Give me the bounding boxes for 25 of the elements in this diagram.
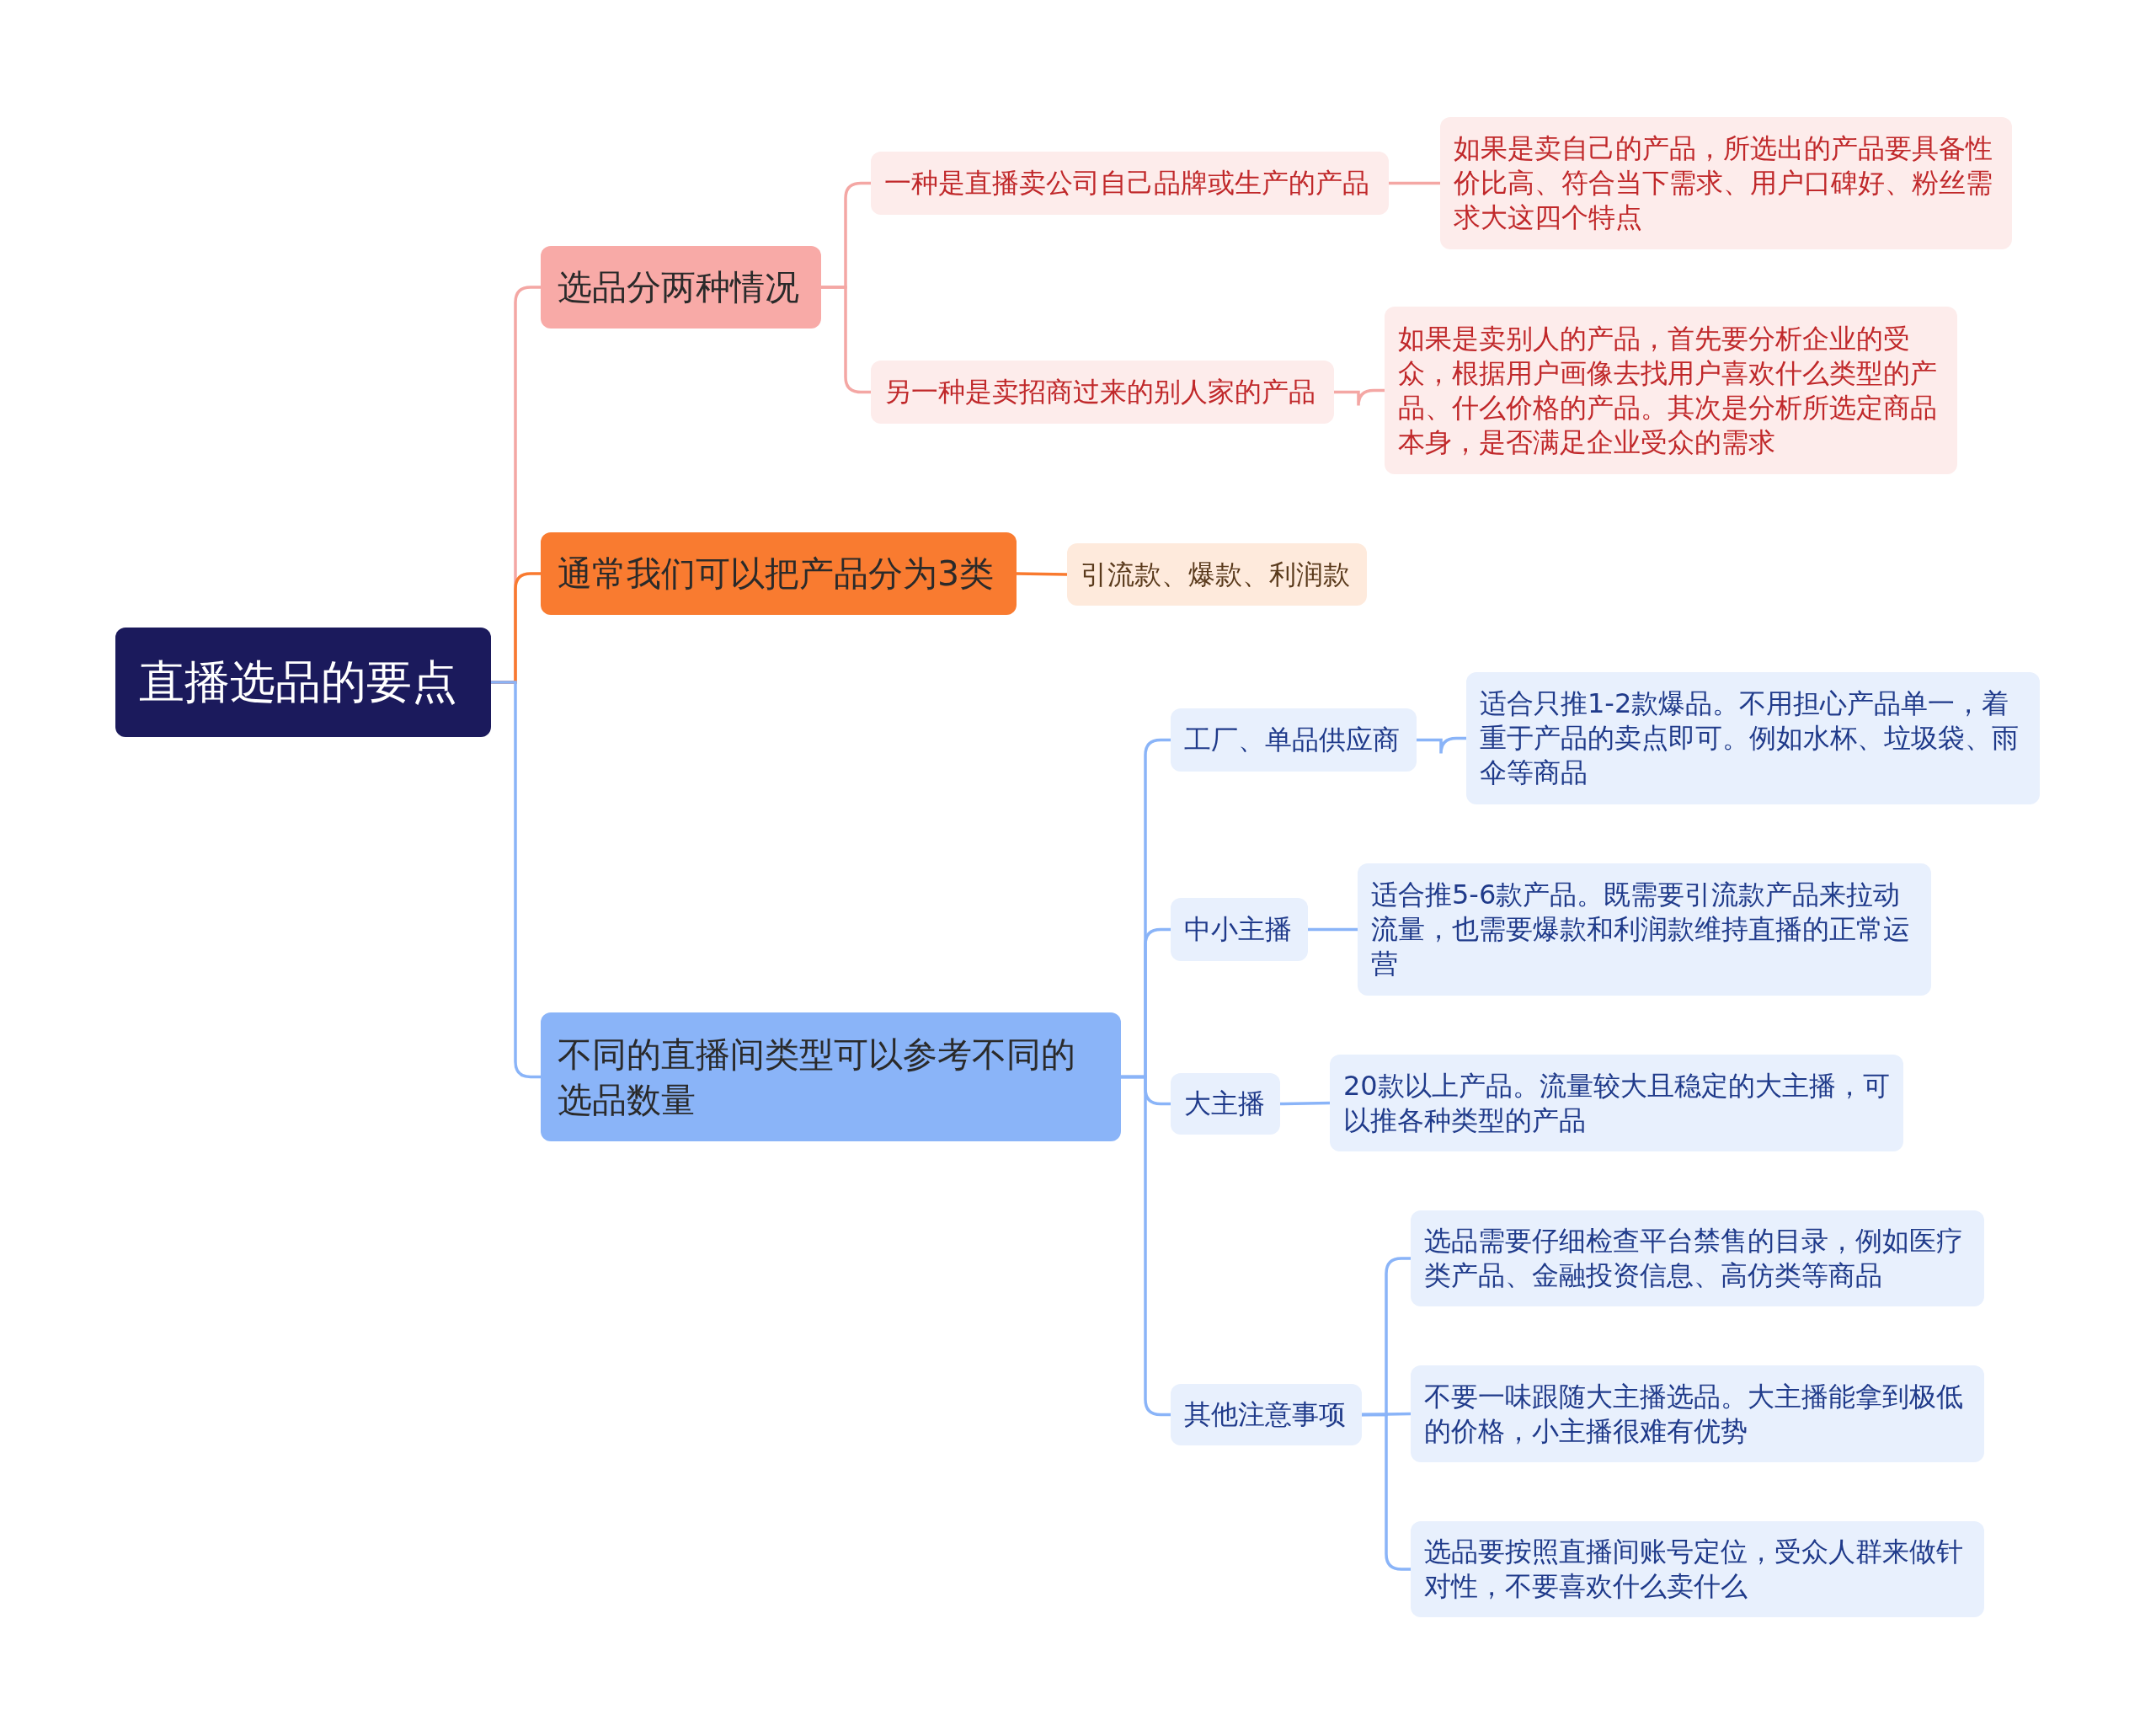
connector-line: [1016, 572, 1068, 576]
subtopic-box: 如果是卖自己的产品，所选出的产品要具备性价比高、符合当下需求、用户口碑好、粉丝需求大这四个特点: [1440, 117, 2012, 249]
central-topic: 直播选品的要点: [115, 628, 491, 737]
subtopic-box: 20款以上产品。流量较大且稳定的大主播，可以推各种类型的产品: [1330, 1055, 1903, 1151]
subtopic-box: 另一种是卖招商过来的别人家的产品: [871, 361, 1334, 424]
subtopic-box: 工厂、单品供应商: [1171, 708, 1417, 772]
subtopic-box: 选品需要仔细检查平台禁售的目录，例如医疗类产品、金融投资信息、高仿类等商品: [1411, 1210, 1984, 1306]
subtopic-box: 适合只推1-2款爆品。不用担心产品单一，着重于产品的卖点即可。例如水杯、垃圾袋、雨伞等商品: [1466, 672, 2040, 804]
main-topic: 选品分两种情况: [541, 246, 821, 329]
connector-line: [1389, 181, 1440, 185]
connector-line: [1334, 388, 1385, 408]
subtopic-box: 一种是直播卖公司自己品牌或生产的产品: [871, 152, 1389, 215]
subtopic-box: 如果是卖别人的产品，首先要分析企业的受众，根据用户画像去找用户喜欢什么类型的产品、什么价格的产品。其次是分析所选定商品本身，是否满足企业受众的需求: [1385, 307, 1957, 474]
subtopic-box: 引流款、爆款、利润款: [1067, 543, 1367, 606]
subtopic-box: 中小主播: [1171, 898, 1308, 961]
connector-line: [1417, 736, 1466, 756]
subtopic-box: 不要一味跟随大主播选品。大主播能拿到极低的价格，小主播很难有优势: [1411, 1365, 1984, 1462]
connector-line: [1308, 927, 1358, 932]
subtopic-box: 大主播: [1171, 1073, 1280, 1135]
subtopic-box: 其他注意事项: [1171, 1384, 1362, 1445]
connector-line: [1279, 1101, 1331, 1106]
subtopic-box: 选品要按照直播间账号定位，受众人群来做针对性，不要喜欢什么卖什么: [1411, 1521, 1984, 1617]
subtopic-box: 适合推5-6款产品。既需要引流款产品来拉动流量，也需要爆款和利润款维持直播的正常运营: [1358, 863, 1931, 996]
main-topic: 通常我们可以把产品分为3类: [541, 532, 1017, 615]
main-topic: 不同的直播间类型可以参考不同的选品数量: [541, 1012, 1121, 1141]
